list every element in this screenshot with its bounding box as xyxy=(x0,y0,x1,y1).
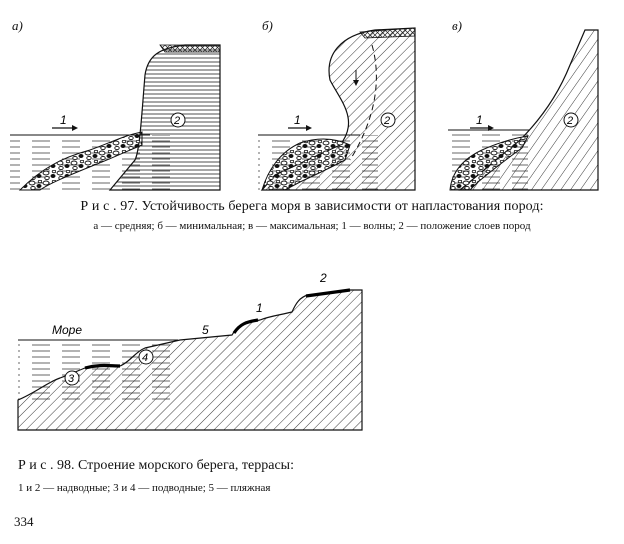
fig98-label-2: 2 xyxy=(319,271,327,285)
fig97-panel-a-letter: а) xyxy=(12,18,23,33)
fig98-labels: Море 5 1 2 3 4 xyxy=(52,271,327,385)
fig97c-layer-marker xyxy=(563,112,579,128)
fig97a-layer-marker xyxy=(170,112,186,128)
fig97a-label-2: 2 xyxy=(173,115,180,127)
fig97-panel-b-letter: б) xyxy=(262,18,273,33)
fig97-panel-c xyxy=(448,29,599,191)
fig97a-wave-arrowhead xyxy=(72,125,78,131)
fig97c-cliff-rock xyxy=(458,29,599,191)
fig98-label-5: 5 xyxy=(202,323,209,337)
fig97b-label-1: 1 xyxy=(294,113,301,127)
fig97c-wave-arrowhead xyxy=(488,125,494,131)
fig97b-slip-line xyxy=(349,44,377,161)
fig98-terrace-1-ledge xyxy=(232,318,259,334)
fig98-label-3: 3 xyxy=(68,373,75,385)
fig98-diagram xyxy=(17,288,363,431)
fig97-panel-b xyxy=(258,27,416,191)
fig97c-label-1: 1 xyxy=(476,113,483,127)
fig98-label-4: 4 xyxy=(142,352,148,364)
fig98-caption-legend: 1 и 2 — надводные; 3 и 4 — подводные; 5 … xyxy=(18,482,271,494)
fig98-marker-3 xyxy=(64,370,80,386)
fig97b-slide-arrowhead xyxy=(353,80,359,86)
fig97b-pebble-beach xyxy=(261,138,351,191)
fig98-terrace-3-4-ledge xyxy=(84,363,121,370)
fig98-label-1: 1 xyxy=(256,301,263,315)
fig98-caption-title: Р и с . 98. Строение морского берега, те… xyxy=(18,458,294,473)
fig97a-pebble-beach xyxy=(18,131,143,191)
page-number: 334 xyxy=(14,514,34,529)
fig98-sea-label: Море xyxy=(52,323,82,337)
fig97a-label-1: 1 xyxy=(60,113,67,127)
fig98-marker-4 xyxy=(138,349,154,365)
fig98-terrace-2-ledge xyxy=(305,288,351,298)
fig97a-soil-top xyxy=(159,44,221,53)
fig97-labels: 1 2 1 2 1 2 xyxy=(60,113,573,127)
fig97-caption-title: Р и с . 97. Устойчивость берега моря в з… xyxy=(80,199,544,214)
fig97b-wave-arrowhead xyxy=(306,125,312,131)
fig97b-soil-top xyxy=(359,27,416,39)
fig97b-label-2: 2 xyxy=(383,115,390,127)
fig97-panel-a xyxy=(10,44,221,191)
fig97b-layer-marker xyxy=(380,112,396,128)
fig97c-label-2: 2 xyxy=(566,115,573,127)
fig97-panel-c-letter: в) xyxy=(452,18,462,33)
fig97c-pebble-beach xyxy=(449,135,529,191)
fig97-caption-legend: а — средняя; б — минимальная; в — максим… xyxy=(93,220,531,232)
